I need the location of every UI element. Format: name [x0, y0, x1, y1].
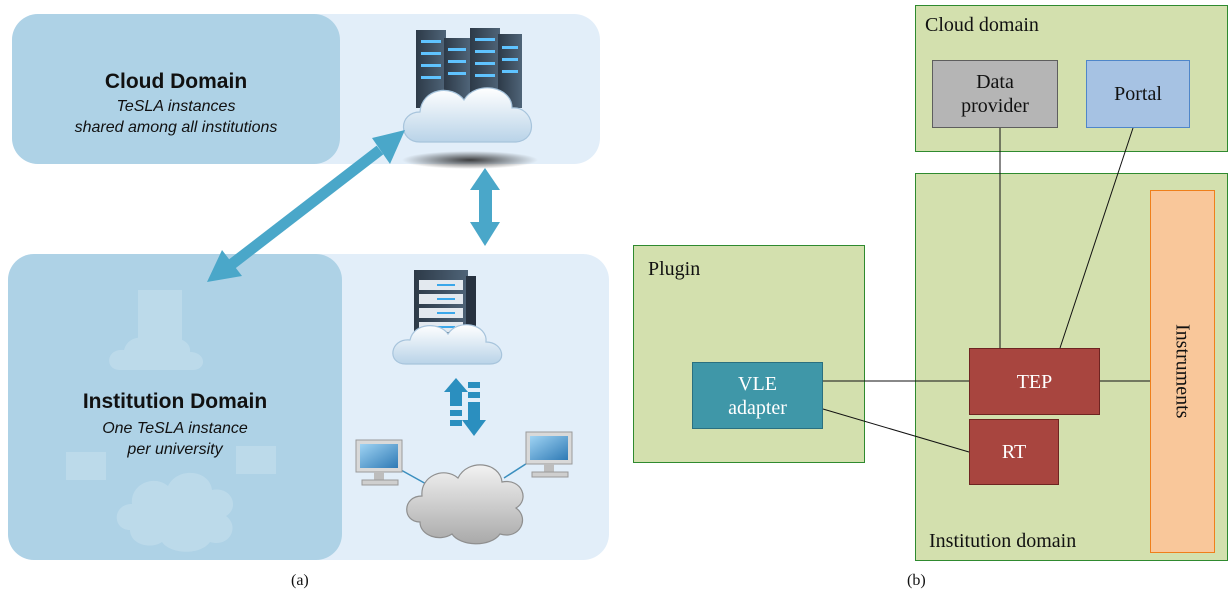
faded-server-icon [109, 290, 204, 370]
institution-domain-panel: Institution Domain One TeSLA instance pe… [8, 254, 342, 560]
portal-node: Portal [1086, 60, 1190, 128]
data-provider-label-2: provider [961, 95, 1029, 117]
portal-label: Portal [1114, 83, 1162, 105]
institution-domain-subtitle-1: One TeSLA instance [102, 420, 248, 437]
sync-arrows-icon [444, 378, 486, 436]
institution-domain-subtitle-2: per university [127, 441, 223, 458]
rt-label: RT [1001, 441, 1027, 463]
cloud-domain-title: Cloud Domain [104, 70, 248, 93]
computer-icon-left [355, 439, 403, 486]
cloud-domain-panel: Cloud Domain TeSLA instances shared amon… [12, 14, 340, 164]
panel-a-illustration [66, 28, 573, 552]
caption-b: (b) [907, 572, 926, 589]
data-provider-node: Data provider [932, 60, 1058, 128]
institution-domain-title: Institution Domain [82, 390, 268, 413]
tep-label: TEP [1016, 370, 1053, 393]
cloud-server-icon [402, 28, 538, 169]
cloud-domain-label: Cloud domain [925, 14, 1039, 36]
double-arrow-vertical-icon [470, 168, 500, 246]
cloud-domain-subtitle-2: shared among all institutions [74, 119, 278, 136]
rt-node: RT [969, 419, 1059, 485]
vle-adapter-label-1: VLE [738, 372, 777, 395]
vle-adapter-node: VLE adapter [692, 362, 823, 429]
computer-icon-right [525, 431, 573, 478]
tep-node: TEP [969, 348, 1100, 415]
cloud-domain-subtitle-1: TeSLA instances [116, 98, 236, 115]
faded-network-icon [66, 446, 276, 552]
network-cloud-icon [391, 459, 533, 545]
institution-server-icon [392, 270, 503, 365]
instruments-node: Instruments [1150, 190, 1215, 553]
institution-domain-label: Institution domain [929, 530, 1077, 552]
vle-adapter-label-2: adapter [728, 396, 787, 419]
plugin-label: Plugin [648, 258, 701, 280]
caption-a: (a) [291, 572, 309, 589]
double-arrow-diagonal-icon [207, 130, 405, 282]
instruments-label: Instruments [1171, 324, 1194, 419]
data-provider-label-1: Data [976, 71, 1014, 93]
